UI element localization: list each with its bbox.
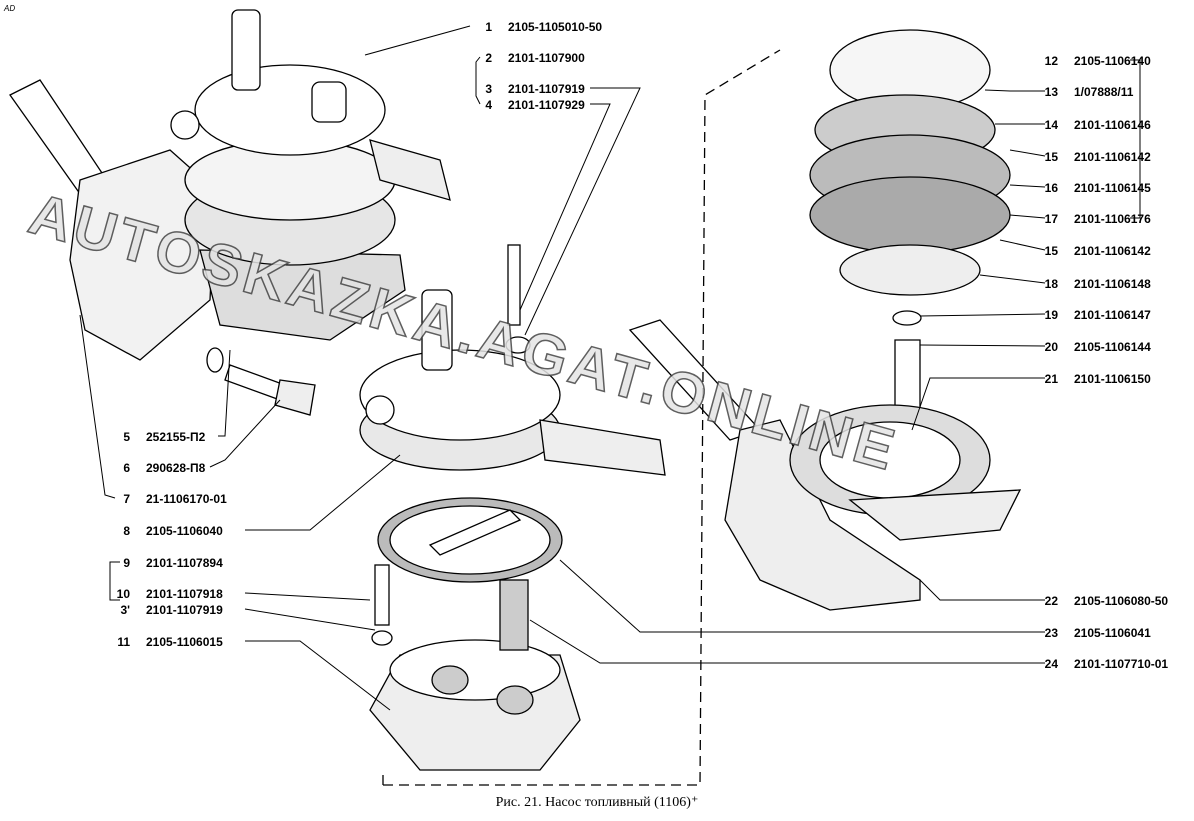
part-number: 8 xyxy=(123,524,130,538)
part-code: 21-1106170-01 xyxy=(146,492,227,506)
part-number: 15 xyxy=(1044,244,1058,258)
part-code: 2101-1106142 xyxy=(1074,150,1151,164)
part-code: 2101-1106176 xyxy=(1074,212,1151,226)
part-code: 2101-1107894 xyxy=(146,556,223,570)
part-code: 2105-1106080-50 xyxy=(1074,594,1169,608)
part-number: 16 xyxy=(1044,181,1058,195)
part-code: 2105-1106015 xyxy=(146,635,223,649)
figure-caption: Рис. 21. Насос топливный (1106)⁺ xyxy=(495,795,699,810)
part-number: 3' xyxy=(120,603,130,617)
part-code: 2101-1106146 xyxy=(1074,118,1151,132)
part-code: 290628-П8 xyxy=(146,461,206,475)
corner-mark: AD xyxy=(4,4,16,13)
part-number: 15 xyxy=(1044,150,1058,164)
part-code: 2101-1107710-01 xyxy=(1074,657,1169,671)
part-code: 2105-1106041 xyxy=(1074,626,1151,640)
part-code: 2101-1107919 xyxy=(508,82,585,96)
part-code: 252155-П2 xyxy=(146,430,206,444)
pump-lower-body xyxy=(628,319,1022,611)
part-number: 23 xyxy=(1044,626,1058,640)
part-number: 1 xyxy=(485,20,492,34)
part-number: 9 xyxy=(123,556,130,570)
pump-body xyxy=(369,564,581,771)
pump-cover xyxy=(359,244,666,476)
part-number: 7 xyxy=(123,492,130,506)
part-number: 19 xyxy=(1044,308,1058,322)
part-number: 11 xyxy=(117,635,130,649)
part-code: 2105-1106040 xyxy=(146,524,223,538)
diaphragm-stack xyxy=(809,29,1011,431)
part-code: 1/07888/11 xyxy=(1074,85,1134,99)
leader-lines xyxy=(79,25,1141,711)
part-number: 6 xyxy=(123,461,130,475)
part-code: 2101-1106147 xyxy=(1074,308,1151,322)
part-number: 3 xyxy=(485,82,492,96)
part-number: 5 xyxy=(123,430,130,444)
part-number: 13 xyxy=(1044,85,1058,99)
part-code: 2105-1106140 xyxy=(1074,54,1151,68)
part-code: 2101-1107919 xyxy=(146,603,223,617)
part-code: 2101-1106145 xyxy=(1074,181,1151,195)
assembled-pump xyxy=(9,9,451,361)
part-code: 2101-1107918 xyxy=(146,587,223,601)
part-code: 2105-1106144 xyxy=(1074,340,1151,354)
part-code: 2101-1107929 xyxy=(508,98,585,112)
part-number: 18 xyxy=(1044,277,1058,291)
part-number: 20 xyxy=(1044,340,1058,354)
part-number: 17 xyxy=(1044,212,1058,226)
part-number: 12 xyxy=(1044,54,1058,68)
part-code: 2101-1106150 xyxy=(1074,372,1151,386)
part-number: 21 xyxy=(1044,372,1058,386)
part-code: 2101-1106148 xyxy=(1074,277,1151,291)
part-number: 10 xyxy=(116,587,130,601)
part-number: 22 xyxy=(1044,594,1058,608)
part-number: 24 xyxy=(1044,657,1058,671)
part-code: 2105-1105010-50 xyxy=(508,20,603,34)
part-number: 4 xyxy=(485,98,492,112)
part-number: 2 xyxy=(485,51,492,65)
part-code: 2101-1106142 xyxy=(1074,244,1151,258)
part-number: 14 xyxy=(1044,118,1058,132)
part-code: 2101-1107900 xyxy=(508,51,585,65)
